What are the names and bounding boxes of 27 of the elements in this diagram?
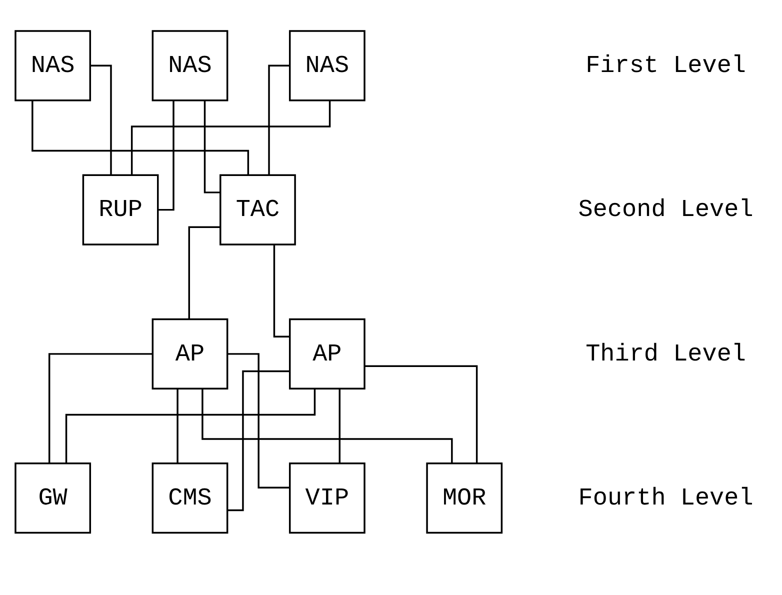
connector	[202, 389, 453, 464]
label: Third Level	[586, 341, 746, 368]
node-box: NAS	[14, 30, 92, 102]
connector	[176, 388, 178, 463]
node-box: NAS	[288, 30, 366, 102]
label: First Level	[586, 53, 746, 80]
connector	[90, 64, 112, 175]
node-box: GW	[14, 462, 92, 534]
node-box: NAS	[152, 30, 228, 102]
connector	[364, 365, 478, 463]
connector	[268, 64, 290, 175]
connector	[188, 226, 220, 319]
label: Second Level	[578, 197, 754, 224]
connector	[228, 353, 290, 489]
connector	[48, 353, 152, 464]
connector	[338, 388, 340, 463]
node-box: AP	[152, 318, 228, 390]
node-box: AP	[288, 318, 366, 390]
node-box: VIP	[288, 462, 366, 534]
node-box: MOR	[426, 462, 503, 534]
node-box: TAC	[220, 174, 296, 246]
connector	[130, 101, 331, 175]
node-box: CMS	[152, 462, 228, 534]
label: Fourth Level	[578, 485, 754, 512]
node-box: RUP	[82, 174, 159, 246]
connector	[65, 389, 316, 464]
connector	[32, 100, 250, 175]
